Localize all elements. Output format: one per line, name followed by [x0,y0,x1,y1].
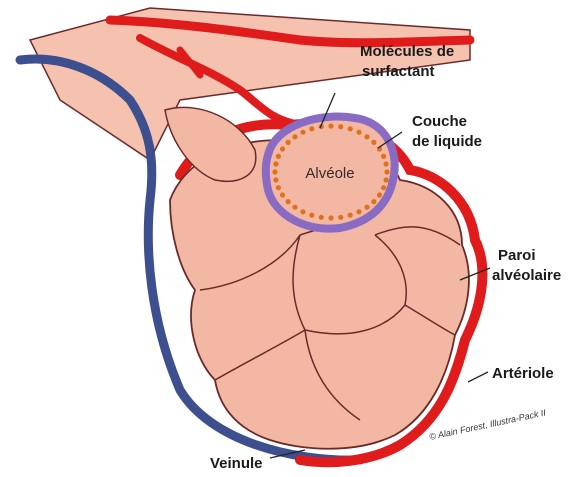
surfactant-dot [300,209,305,214]
surfactant-dot [356,209,361,214]
wall-label: Paroi alvéolaire [492,247,561,284]
surfactant-dot [338,124,343,129]
arteriole-leader [468,372,488,382]
surfactant-dot [381,154,386,159]
surfactant-dot [371,140,376,145]
surfactant-dot [364,205,369,210]
surfactant-dot [286,199,291,204]
surfactant-dot [309,126,314,131]
surfactant-dot [328,123,333,128]
surfactant-dot [371,199,376,204]
surfactant-dot [292,134,297,139]
surfactant-dot [319,215,324,220]
surfactant-dot [276,154,281,159]
surfactant-dot [286,140,291,145]
surfactant-dot [328,215,333,220]
surfactant-dot [272,169,277,174]
surfactant-dot [348,213,353,218]
surfactant-dot [384,161,389,166]
surfactant-dot [384,169,389,174]
surfactant-dot [280,192,285,197]
arteriole-label: Artériole [492,365,554,382]
surfactant-dot [384,177,389,182]
surfactant-dot [348,126,353,131]
surfactant-dot [280,146,285,151]
surfactant-dot [381,185,386,190]
surfactant-dot [356,130,361,135]
surfactant-dot [276,185,281,190]
surfactant-dot [273,161,278,166]
surfactant-dot [377,192,382,197]
surfactant-dot [300,130,305,135]
copyright-label: © Alain Forest, Illustra-Pack II [428,407,547,442]
surfactant-dot [292,205,297,210]
surfactant-dot [364,134,369,139]
surfactant-dot [338,215,343,220]
surfactant-dot [273,177,278,182]
liquid-label: Couche de liquide [412,113,482,150]
venule-label: Veinule [210,455,263,472]
surfactant-dot [309,213,314,218]
alveolus-label: Alvéole [305,165,354,182]
